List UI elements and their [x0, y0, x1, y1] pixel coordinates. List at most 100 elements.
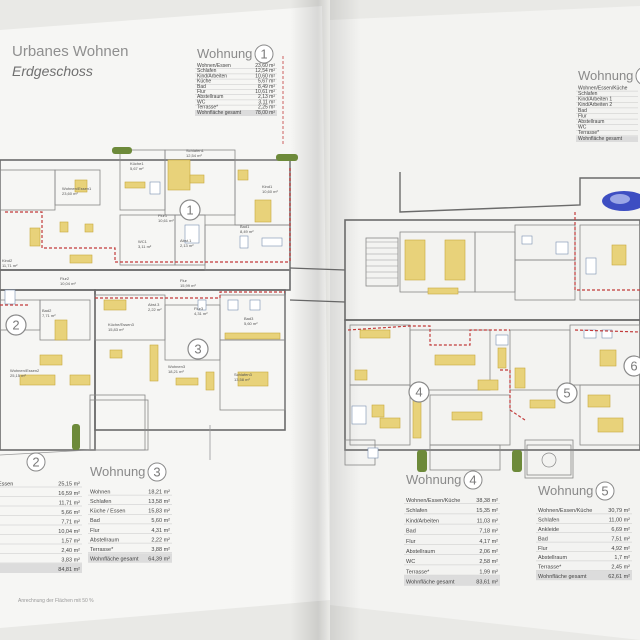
room-label-cell: Schlafen — [197, 68, 217, 74]
room-name: Wohnen/Essen1 — [62, 186, 92, 191]
table-number-badge — [463, 470, 483, 490]
room-area-cell: 8,49 m² — [258, 84, 275, 90]
room-area-cell: 12,54 m² — [255, 68, 275, 74]
sanitary-fixture — [555, 241, 569, 255]
sanitary-fixture — [4, 289, 16, 305]
room-area: 7,71 m² — [42, 313, 56, 318]
site-line — [0, 449, 91, 456]
room-label-cell: Küche — [197, 79, 211, 85]
unit-marker-1: 1 — [179, 199, 201, 221]
room-label-cell: Wohnen/Essen — [197, 63, 231, 69]
furniture — [412, 397, 422, 439]
room-area: 25,15 m² — [10, 373, 26, 378]
furniture — [103, 299, 127, 311]
room-name: Küche/Essen3 — [108, 322, 135, 327]
room-area-cell: 2,06 m² — [479, 549, 498, 555]
room-label-cell: Terrasse* — [538, 565, 562, 571]
svg-text:5: 5 — [563, 386, 570, 401]
room-area-cell: 1,7 m² — [614, 555, 630, 561]
furniture — [19, 374, 56, 386]
room-label-cell: Terrasse* — [197, 105, 218, 111]
room-label-cell: Bad — [406, 529, 416, 535]
room-label-cell: Küche / Essen — [90, 509, 125, 515]
furniture — [39, 354, 63, 366]
room-area-cell: 25,15 m² — [58, 481, 80, 487]
furniture — [109, 349, 123, 359]
furniture — [167, 159, 191, 191]
sanitary-fixture — [261, 237, 283, 247]
table-heading: Wohnung — [538, 483, 593, 498]
furniture — [497, 347, 507, 369]
room-label-cell: Abstellraum — [197, 94, 223, 100]
interior-wall — [526, 444, 572, 476]
room-label-cell: Essen — [0, 481, 13, 487]
room-label-cell: Terrasse* — [406, 569, 430, 575]
furniture — [359, 329, 391, 339]
room-area-cell: 15,83 m² — [148, 509, 170, 515]
unit-boundary — [95, 291, 285, 299]
room-name: Bad2 — [42, 308, 52, 313]
furniture — [69, 254, 93, 264]
room-label-cell: Kind/Arbeiten — [197, 73, 227, 79]
table-number: 4 — [469, 473, 476, 488]
furniture — [404, 239, 426, 281]
room-label-cell: Bad — [538, 536, 548, 542]
total-row — [576, 136, 638, 142]
hedge — [417, 450, 427, 472]
room-area-cell: 2,13 m² — [258, 94, 275, 100]
room-name: Kind1 — [262, 184, 273, 189]
total-value: 84,81 m² — [58, 567, 80, 573]
room-label-cell: Flur — [406, 539, 416, 545]
room-label-cell: Schlafen — [406, 508, 427, 514]
room-area-cell: 5,67 m² — [258, 79, 275, 85]
sanitary-fixture — [351, 405, 367, 425]
site-line — [289, 299, 346, 303]
room-area-cell: 23,60 m² — [255, 63, 275, 69]
room-name: Flur1 — [158, 213, 168, 218]
room-label-cell: Wohnen — [90, 489, 110, 495]
room-label-cell: WC — [578, 125, 587, 131]
room-area: 10,60 m² — [262, 189, 278, 194]
room-name: Schlafen1 — [186, 148, 205, 153]
car-icon — [602, 191, 640, 211]
room-name: Flur2 — [60, 276, 70, 281]
table-number-badge — [147, 462, 167, 482]
room-area: 12,54 m² — [186, 153, 202, 158]
room-name: Flur3 — [194, 306, 204, 311]
interior-wall — [579, 224, 640, 301]
total-label: Wohnfläche gesamt — [406, 580, 455, 586]
room-name: Bad3 — [244, 316, 254, 321]
room-area-cell: 2,45 m² — [611, 565, 630, 571]
total-value: 62,61 m² — [608, 574, 630, 580]
furniture — [175, 377, 199, 386]
sanitary-fixture — [239, 235, 249, 249]
hedge — [276, 154, 298, 161]
table-number-badge — [635, 67, 640, 85]
svg-text:6: 6 — [630, 359, 637, 374]
room-area-cell: 2,40 m² — [61, 548, 80, 554]
terrace-table — [541, 452, 557, 468]
interior-wall — [429, 444, 501, 471]
wall — [344, 319, 640, 451]
room-label-cell: Schlafen — [538, 518, 559, 524]
furniture — [74, 179, 88, 193]
total-row — [88, 553, 172, 563]
room-label-cell: Kind/Arbeiten — [406, 518, 439, 524]
total-value: 64,39 m² — [148, 557, 170, 563]
furniture — [124, 181, 146, 189]
total-row — [0, 563, 82, 573]
furniture — [477, 379, 499, 391]
unit-boundary — [5, 211, 290, 263]
total-row — [195, 110, 277, 116]
hedge — [112, 147, 132, 154]
room-label-cell: Wohnen/Essen/Küche — [538, 508, 592, 514]
table-number: 1 — [260, 47, 267, 62]
furniture — [54, 319, 68, 341]
room-label-cell: Terrasse* — [578, 130, 599, 136]
furniture — [514, 367, 526, 389]
sanitary-fixture — [149, 181, 161, 195]
room-area-cell: 5,66 m² — [61, 510, 80, 516]
table-number: 5 — [601, 484, 608, 499]
